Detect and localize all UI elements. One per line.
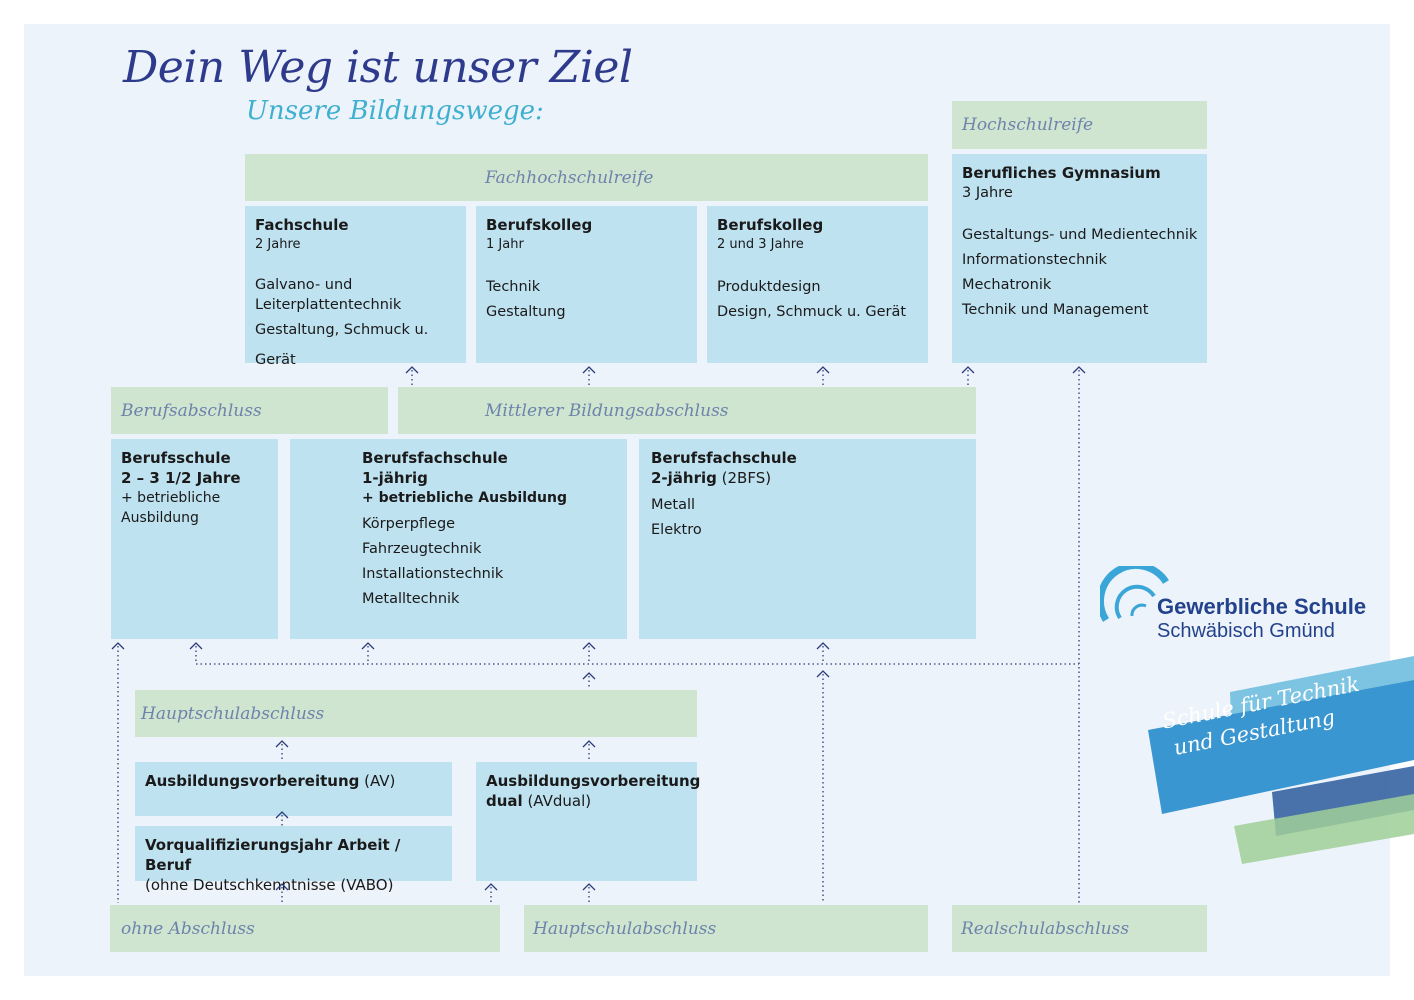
- berufskolleg2-duration: 2 und 3 Jahre: [717, 237, 804, 252]
- box-berufsfachschule-1: Berufsfachschule 1-jährig + betriebliche…: [290, 439, 627, 639]
- bfs1-item: Körperpflege: [362, 516, 456, 532]
- gymnasium-item: Informationstechnik: [962, 252, 1107, 268]
- page-subtitle: Unsere Bildungswege:: [246, 96, 544, 126]
- vabo-subtitle: (ohne Deutschkenntnisse (VABO): [145, 876, 394, 894]
- bfs2-duration: 2-jährig: [651, 469, 717, 487]
- bfs2-item: Elektro: [651, 522, 702, 538]
- bfs1-duration: 1-jährig: [362, 469, 428, 487]
- level-hauptschulabschluss-bottom: Hauptschulabschluss: [524, 905, 928, 952]
- gymnasium-item: Mechatronik: [962, 277, 1052, 293]
- gymnasium-duration: 3 Jahre: [962, 185, 1013, 201]
- gymnasium-item: Technik und Management: [962, 302, 1149, 318]
- berufskolleg1-duration: 1 Jahr: [486, 237, 524, 252]
- bfs1-title: Berufsfachschule: [362, 449, 508, 467]
- level-berufsabschluss: Berufsabschluss: [111, 387, 388, 434]
- avdual-title-2: dual: [486, 792, 523, 810]
- avdual-suffix: (AVdual): [522, 792, 592, 810]
- vabo-title: Vorqualifizierungsjahr Arbeit / Beruf: [145, 836, 401, 874]
- berufskolleg2-item: Design, Schmuck u. Gerät: [717, 304, 907, 320]
- fachschule-item: Galvano- und: [255, 277, 353, 293]
- fachschule-duration: 2 Jahre: [255, 237, 301, 252]
- bfs2-item: Metall: [651, 497, 696, 513]
- bfs1-extra: + betriebliche Ausbildung: [362, 490, 567, 506]
- box-berufsfachschule-2: Berufsfachschule 2-jährig (2BFS) Metall …: [639, 439, 976, 639]
- level-hochschulreife: Hochschulreife: [952, 101, 1207, 149]
- box-ausbildungsvorbereitung: Ausbildungsvorbereitung (AV): [135, 762, 452, 816]
- fachschule-title: Fachschule: [255, 216, 349, 234]
- berufskolleg2-item: Produktdesign: [717, 279, 821, 295]
- logo-name: Gewerbliche Schule: [1157, 594, 1367, 619]
- berufskolleg2-title: Berufskolleg: [717, 216, 824, 234]
- slogan-stripes: [1148, 656, 1414, 864]
- box-berufskolleg-1: Berufskolleg 1 Jahr Technik Gestaltung: [476, 206, 697, 363]
- bfs1-item: Metalltechnik: [362, 591, 460, 607]
- level-fachhochschulreife: Fachhochschulreife: [245, 154, 928, 201]
- box-berufskolleg-2: Berufskolleg 2 und 3 Jahre Produktdesign…: [707, 206, 928, 363]
- level-mittlerer-bildungsabschluss: Mittlerer Bildungsabschluss: [398, 387, 976, 434]
- level-hauptschulabschluss-mid: Hauptschulabschluss: [135, 690, 697, 737]
- berufsschule-item: + betriebliche: [121, 490, 221, 506]
- berufsschule-title: Berufsschule: [121, 449, 231, 467]
- level-realschulabschluss: Realschulabschluss: [952, 905, 1207, 952]
- bfs1-item: Fahrzeugtechnik: [362, 541, 482, 557]
- box-berufsschule: Berufsschule 2 – 3 1/2 Jahre + betriebli…: [111, 439, 278, 639]
- av-title: Ausbildungsvorbereitung: [145, 772, 360, 790]
- box-berufliches-gymnasium: Berufliches Gymnasium 3 Jahre Gestaltung…: [952, 154, 1207, 363]
- box-vabo: Vorqualifizierungsjahr Arbeit / Beruf (o…: [135, 826, 452, 894]
- bfs1-item: Installationstechnik: [362, 566, 504, 582]
- berufskolleg1-item: Technik: [486, 279, 541, 295]
- bfs2-duration-extra: (2BFS): [716, 469, 772, 487]
- gymnasium-title: Berufliches Gymnasium: [962, 164, 1161, 182]
- box-ausbildungsvorbereitung-dual: Ausbildungsvorbereitung dual (AVdual): [476, 762, 701, 881]
- level-ohne-abschluss: ohne Abschluss: [110, 905, 500, 952]
- avdual-title: Ausbildungsvorbereitung: [486, 772, 701, 790]
- bfs2-title: Berufsfachschule: [651, 449, 797, 467]
- fachschule-item: Leiterplattentechnik: [255, 297, 402, 313]
- berufsschule-item: Ausbildung: [121, 510, 199, 526]
- page-title: Dein Weg ist unser Ziel: [123, 42, 633, 93]
- berufsschule-duration: 2 – 3 1/2 Jahre: [121, 469, 241, 487]
- logo-city: Schwäbisch Gmünd: [1157, 620, 1335, 642]
- fachschule-item: Gestaltung, Schmuck u. Gerät: [255, 322, 429, 368]
- gymnasium-item: Gestaltungs- und Medientechnik: [962, 227, 1198, 243]
- school-logo-icon: [1100, 566, 1169, 622]
- av-suffix: (AV): [359, 772, 396, 790]
- berufskolleg1-item: Gestaltung: [486, 304, 566, 320]
- berufskolleg1-title: Berufskolleg: [486, 216, 593, 234]
- box-fachschule: Fachschule 2 Jahre Galvano- und Leiterpl…: [245, 206, 466, 368]
